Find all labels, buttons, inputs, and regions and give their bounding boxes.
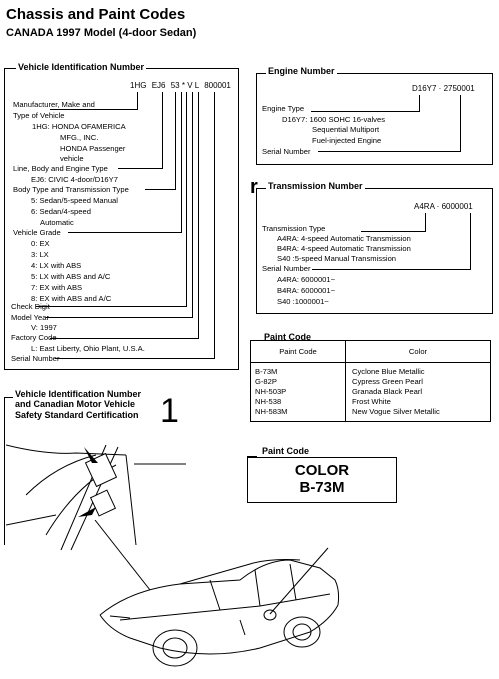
vin-line: Factory Code xyxy=(11,333,57,342)
transmission-line: S40 :1000001~ xyxy=(277,297,329,306)
vin-line: 6: Sedan/4-speed xyxy=(31,207,91,216)
paint-table: Paint Code Color B-73M G-82P NH-503P NH-… xyxy=(250,340,491,423)
transmission-line: Transmission Type xyxy=(262,224,326,233)
paint-code: NH-538 xyxy=(255,397,282,407)
paint-color: Frost White xyxy=(352,397,391,407)
paint-color: New Vogue Silver Metallic xyxy=(352,407,440,417)
transmission-line: S40 :5-speed Manual Transmission xyxy=(277,254,397,263)
vin-line: 8: EX with ABS and A/C xyxy=(31,294,112,303)
car-illustration xyxy=(94,520,340,667)
vin-line: 1HG: HONDA OFAMERICA xyxy=(32,122,126,131)
transmission-heading: Transmission Number xyxy=(266,181,365,191)
engine-line: Sequential Multiport xyxy=(312,125,380,134)
engine-heading: Engine Number xyxy=(266,66,337,76)
vin-line: V: 1997 xyxy=(31,323,57,332)
transmission-line: Serial Number xyxy=(262,264,311,273)
paint-label-line2: B-73M xyxy=(299,479,345,496)
paint-code: NH-503P xyxy=(255,387,287,397)
transmission-line: A4RA: 6000001~ xyxy=(277,275,336,284)
vin-line: HONDA Passenger xyxy=(60,144,126,153)
engine-line: Serial Number xyxy=(262,147,311,156)
engine-callout: r xyxy=(250,176,258,198)
vin-line: L: East Liberty, Ohio Plant, U.S.A. xyxy=(31,344,145,353)
paint-label-box: COLOR B-73M xyxy=(247,457,397,503)
paint-heading: Paint Code xyxy=(262,332,314,342)
vin-line: Line, Body and Engine Type xyxy=(13,164,108,173)
cert-callout: 1 xyxy=(160,392,179,430)
paint-color: Cypress Green Pearl xyxy=(352,377,423,387)
vin-line: 5: LX with ABS and A/C xyxy=(31,272,111,281)
engine-line: Engine Type xyxy=(262,104,305,113)
paint-col-color: Color xyxy=(345,340,491,363)
vin-line: Manufacturer, Make and xyxy=(13,100,95,109)
vin-line: Model Year xyxy=(11,313,49,322)
door-jamb-illustration xyxy=(6,444,186,551)
paint-label-line1: COLOR xyxy=(294,462,350,479)
vin-line: 0: EX xyxy=(31,239,50,248)
paint-codes-cell: B-73M G-82P NH-503P NH-538 NH-583M xyxy=(250,362,346,423)
vin-line: Serial Number xyxy=(11,354,60,363)
vin-line: 3: LX xyxy=(31,250,49,259)
paint-col-code: Paint Code xyxy=(250,340,346,363)
paint-colors-cell: Cyclone Blue Metallic Cypress Green Pear… xyxy=(345,362,491,423)
paint-code: NH-583M xyxy=(255,407,288,417)
vin-line: Vehicle Grade xyxy=(13,228,61,237)
paint-code: B-73M xyxy=(255,367,278,376)
engine-frame xyxy=(256,73,493,165)
page-subtitle: CANADA 1997 Model (4-door Sedan) xyxy=(6,27,197,39)
vin-line: 5: Sedan/5-speed Manual xyxy=(31,196,118,205)
paint-color: Granada Black Pearl xyxy=(352,387,423,397)
paint-label-heading: Paint Code xyxy=(260,446,312,456)
vin-line: 4: LX with ABS xyxy=(31,261,82,270)
engine-line: Fuel-injected Engine xyxy=(312,136,382,145)
transmission-number: A4RA · 6000001 xyxy=(414,202,473,211)
transmission-frame xyxy=(256,188,493,314)
vin-line: EJ6: CIVIC 4-door/D16Y7 xyxy=(31,175,118,184)
vin-line: Body Type and Transmission Type xyxy=(13,185,129,194)
transmission-line: A4RA: 4-speed Automatic Transmission xyxy=(277,234,411,243)
engine-line: D16Y7: 1600 SOHC 16-valves xyxy=(282,115,385,124)
vin-line: vehicle xyxy=(60,154,84,163)
engine-number: D16Y7 · 2750001 xyxy=(412,84,475,93)
vin-line: MFG., INC. xyxy=(60,133,99,142)
page-title: Chassis and Paint Codes xyxy=(6,6,186,23)
vin-heading: Vehicle Identification Number xyxy=(16,62,147,72)
vin-line: Type of Vehicle xyxy=(13,111,65,120)
vin-line: Automatic xyxy=(40,218,74,227)
transmission-line: B4RA: 6000001~ xyxy=(277,286,336,295)
transmission-line: B4RA: 4-speed Automatic Transmission xyxy=(277,244,411,253)
vin-line: Check Digit xyxy=(11,302,50,311)
paint-code: G-82P xyxy=(255,377,277,387)
vin-number: 1HG EJ6 53 * V L 800001 xyxy=(130,81,231,90)
paint-color: Cyclone Blue Metallic xyxy=(352,367,425,376)
cert-heading: Vehicle Identification Number and Canadi… xyxy=(15,389,142,420)
vin-line: 7: EX with ABS xyxy=(31,283,83,292)
